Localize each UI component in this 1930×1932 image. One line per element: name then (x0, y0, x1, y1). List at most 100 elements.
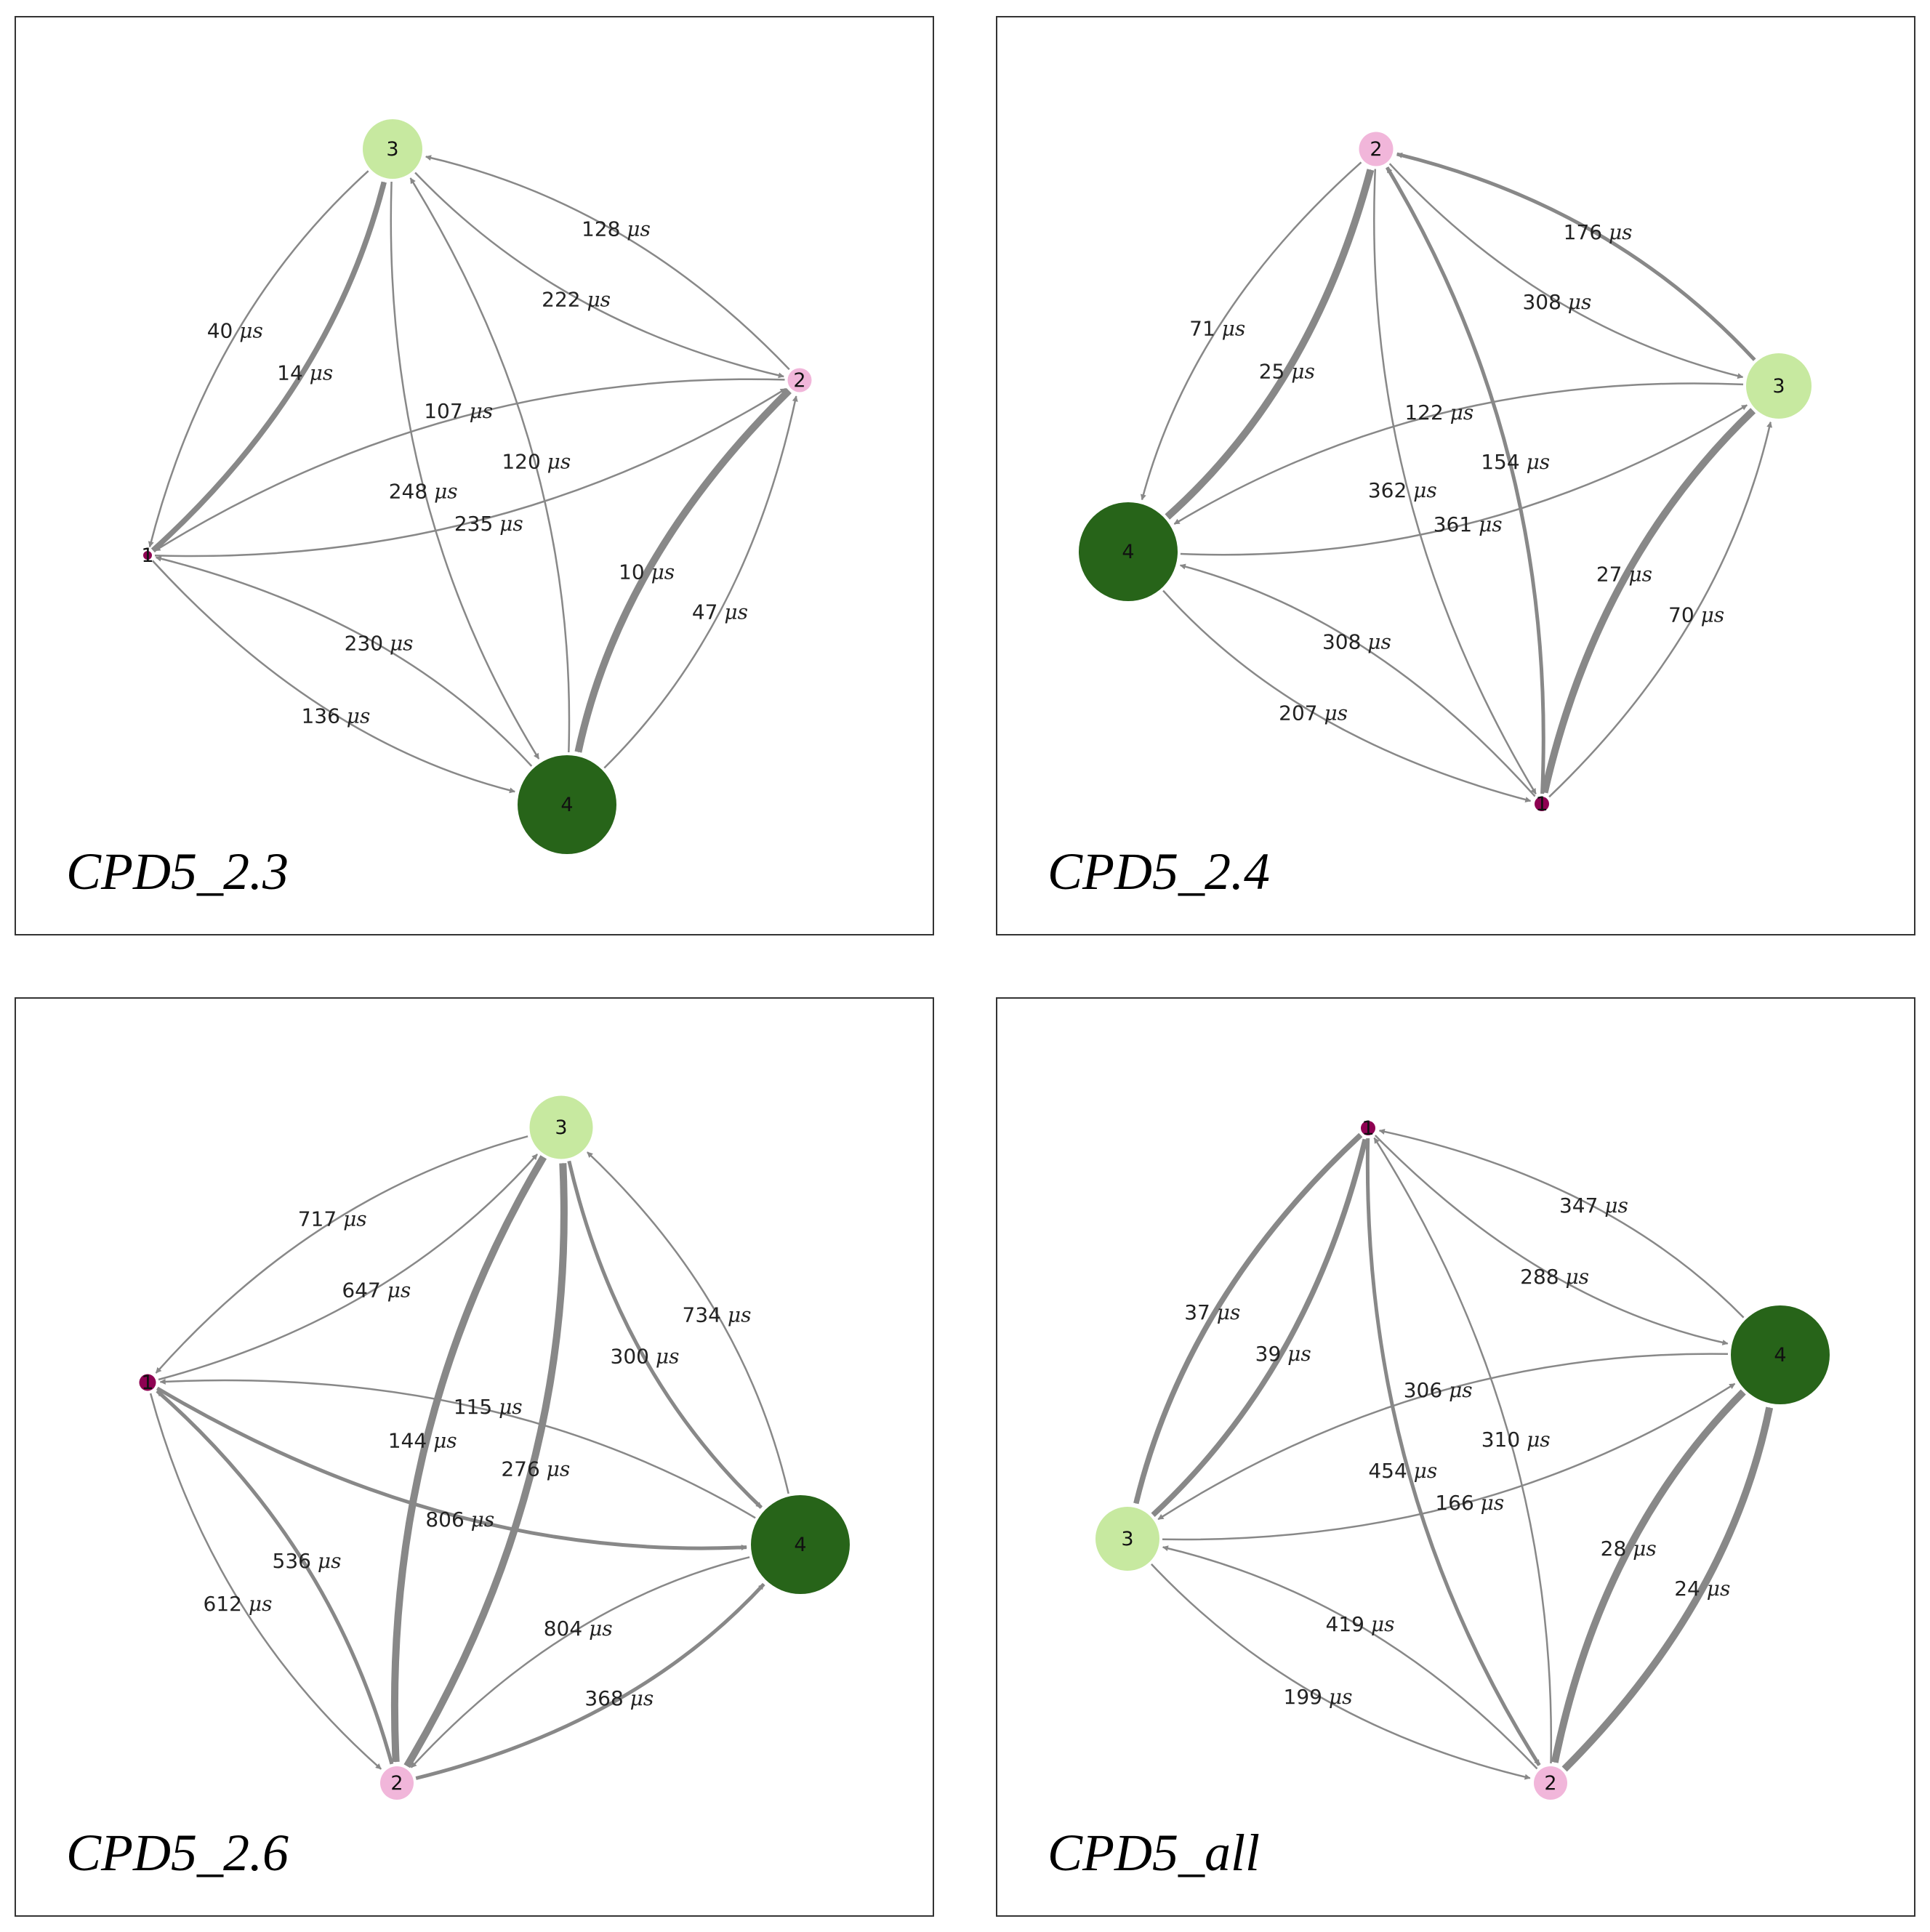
edge-label-value: 419 (1326, 1612, 1371, 1636)
edge-2-to-3 (1388, 163, 1744, 379)
edge-label-value: 107 (424, 399, 469, 423)
edge-label-unit: μs (499, 512, 523, 536)
edge-label-unit: μs (499, 1395, 523, 1419)
edge-label-value: 10 (619, 560, 651, 584)
edge-label: 28 μs (1601, 1537, 1657, 1561)
edge-label-unit: μs (387, 1279, 411, 1303)
edge-label-value: 230 (345, 632, 390, 656)
edge-label-value: 362 (1368, 478, 1413, 502)
edge-label: 71 μs (1189, 317, 1245, 341)
edge-label: 300 μs (611, 1344, 680, 1368)
edge-label-value: 647 (342, 1279, 387, 1303)
edge-label: 40 μs (207, 318, 263, 342)
node-1 (1535, 797, 1549, 811)
edge-2-to-4 (574, 387, 792, 753)
edge-label-value: 368 (584, 1686, 630, 1710)
edge-2-to-1 (1373, 1137, 1553, 1764)
edge-label-value: 136 (301, 704, 346, 728)
edge-4-to-2 (410, 1556, 750, 1768)
edge-2-to-4 (1561, 1406, 1774, 1772)
edge-2-to-3 (425, 155, 790, 371)
node-3 (529, 1095, 593, 1159)
edge-label-value: 235 (454, 512, 499, 536)
edge-label: 10 μs (619, 560, 675, 584)
edge-3-to-4 (567, 1160, 763, 1509)
node-3 (363, 119, 422, 179)
node-label: 4 (1774, 1344, 1786, 1367)
edge-layer (1133, 1129, 1774, 1780)
edge-3-to-4 (1173, 382, 1744, 525)
edge-4-to-3 (587, 1151, 789, 1494)
edge-label-unit: μs (587, 287, 611, 311)
edge-3-to-4 (1162, 1382, 1736, 1541)
edge-label-unit: μs (1707, 1577, 1731, 1601)
edge-label-unit: μs (1527, 450, 1551, 474)
edge-label: 536 μs (273, 1549, 342, 1573)
edge-label-value: 199 (1284, 1685, 1329, 1709)
node-label: 2 (793, 369, 805, 392)
edge-label-unit: μs (347, 704, 371, 728)
node-label: 1 (1535, 793, 1548, 816)
edge-1-to-3 (158, 1154, 539, 1381)
edge-label: 27 μs (1596, 562, 1652, 586)
edge-label-unit: μs (1291, 359, 1315, 383)
panel-title: CPD5_all (1048, 1824, 1260, 1882)
edge-label-value: 536 (273, 1549, 318, 1573)
edge-label-unit: μs (1449, 1378, 1473, 1402)
edge-1-to-2 (154, 387, 787, 558)
edge-label: 362 μs (1368, 478, 1437, 502)
edge-label: 612 μs (204, 1592, 273, 1616)
edge-label: 144 μs (388, 1429, 457, 1453)
edge-layer (149, 1135, 789, 1780)
node-4 (751, 1495, 850, 1594)
edge-label-unit: μs (471, 1508, 495, 1531)
edge-4-to-3 (409, 177, 571, 753)
edge-label-unit: μs (630, 1686, 654, 1710)
edge-4-to-2 (1165, 169, 1375, 520)
node-3 (1095, 1507, 1159, 1571)
node-label: 3 (386, 138, 398, 161)
node-label: 2 (1370, 138, 1382, 161)
edge-label-value: 300 (611, 1344, 656, 1368)
edge-label-value: 71 (1189, 317, 1222, 341)
edge-label-unit: μs (1287, 1342, 1311, 1366)
edge-label-unit: μs (1479, 512, 1503, 536)
edge-label: 176 μs (1564, 220, 1633, 244)
edge-label-unit: μs (1324, 701, 1348, 725)
edge-label-value: 306 (1404, 1378, 1449, 1402)
edge-label-value: 734 (683, 1303, 728, 1327)
edge-label-value: 288 (1520, 1265, 1565, 1289)
edge-4-to-3 (1157, 1353, 1729, 1521)
edge-label-unit: μs (1329, 1685, 1353, 1709)
node-label: 2 (1544, 1772, 1556, 1795)
panel-frame (996, 997, 1915, 1917)
edge-label-value: 308 (1522, 290, 1567, 314)
node-2 (1359, 132, 1394, 166)
edge-2-to-3 (403, 1162, 568, 1768)
edge-label-unit: μs (390, 632, 414, 656)
edge-label-unit: μs (1481, 1491, 1505, 1515)
edge-label-value: 120 (502, 449, 547, 473)
edge-label-unit: μs (1604, 1194, 1628, 1217)
edge-label: 207 μs (1279, 701, 1348, 725)
edge-label: 107 μs (424, 399, 493, 423)
edge-label: 39 μs (1255, 1342, 1311, 1366)
edge-label: 288 μs (1520, 1265, 1589, 1289)
edge-label-unit: μs (1568, 290, 1592, 314)
edge-layer (1140, 152, 1772, 802)
edge-4-to-2 (603, 395, 798, 769)
edge-label: 308 μs (1522, 290, 1591, 314)
edge-3-to-1 (148, 170, 369, 548)
edge-1-to-3 (1133, 1132, 1363, 1505)
edge-label-unit: μs (1217, 1300, 1241, 1324)
edge-label: 120 μs (502, 449, 571, 473)
edge-label-value: 717 (298, 1207, 343, 1231)
